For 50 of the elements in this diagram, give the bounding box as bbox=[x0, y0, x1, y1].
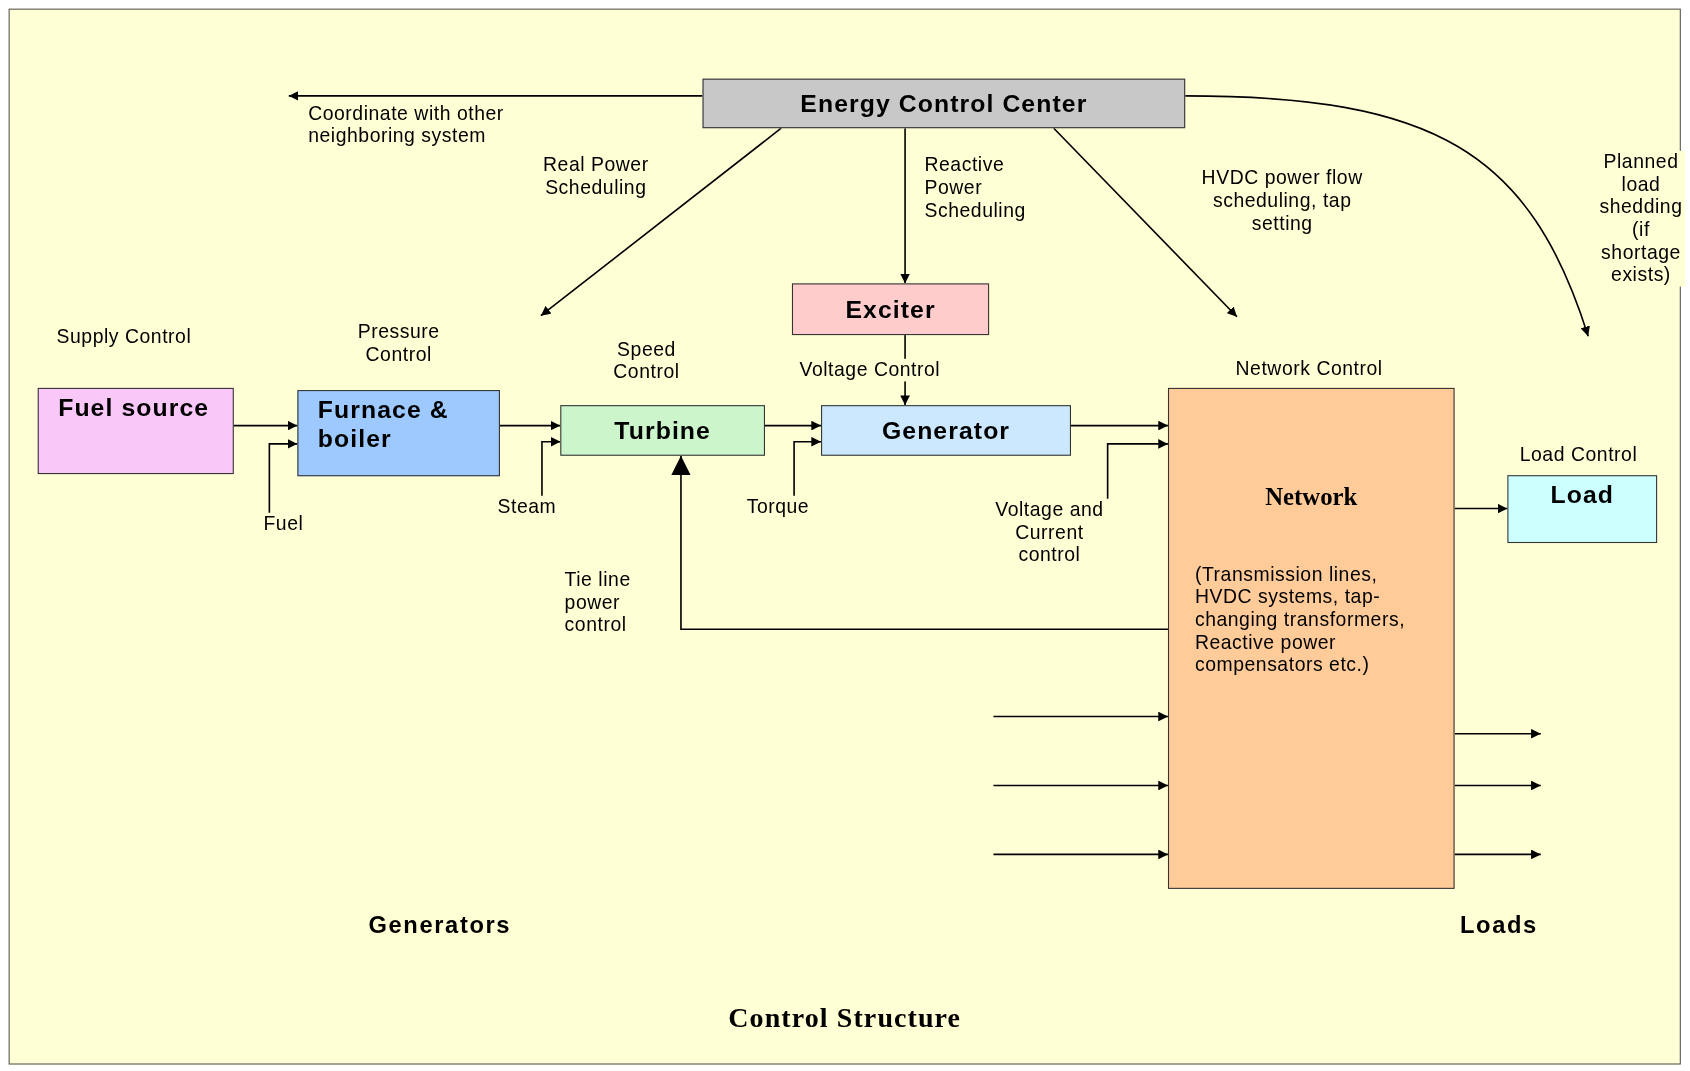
input-label: Voltage and Current control bbox=[989, 498, 1110, 592]
arrow bbox=[992, 849, 1169, 860]
arrow bbox=[541, 436, 562, 497]
arrow bbox=[268, 439, 299, 514]
control-label: Load Control bbox=[1518, 443, 1639, 467]
arrow bbox=[287, 91, 704, 101]
section-label: Generators bbox=[368, 911, 512, 940]
box-title: Fuel source bbox=[58, 393, 211, 423]
input-label: Fuel bbox=[249, 512, 317, 539]
arrow bbox=[671, 454, 1169, 631]
process-box bbox=[297, 390, 500, 477]
arrow bbox=[900, 127, 910, 285]
process-box bbox=[791, 283, 990, 336]
arrow bbox=[1453, 780, 1542, 791]
arrow bbox=[1453, 503, 1509, 514]
process-box bbox=[1507, 475, 1658, 544]
network-box bbox=[1167, 387, 1455, 889]
section-label: Loads bbox=[1459, 911, 1538, 940]
control-label: Speed Control bbox=[612, 338, 681, 384]
box-title: Furnace & boiler bbox=[317, 395, 450, 454]
box-title: Network bbox=[1264, 483, 1359, 512]
process-box bbox=[702, 78, 1186, 129]
arrow bbox=[233, 420, 299, 431]
box-title: Exciter bbox=[845, 294, 936, 324]
process-box bbox=[560, 405, 765, 456]
input-label: Torque bbox=[730, 495, 826, 522]
arrow bbox=[499, 420, 562, 431]
box-description: (Transmission lines, HVDC systems, tap-changing transformers, Reactive power compensators etc.) bbox=[1193, 563, 1407, 677]
control-label: Network Control bbox=[1234, 357, 1384, 381]
box-title: Turbine bbox=[614, 415, 711, 445]
arrow bbox=[1184, 95, 1590, 337]
arrow bbox=[1052, 127, 1238, 318]
arrow bbox=[540, 127, 782, 317]
control-label: Pressure Control bbox=[356, 321, 441, 367]
arrow bbox=[1453, 849, 1542, 860]
arrow bbox=[764, 420, 822, 431]
control-label: Supply Control bbox=[55, 325, 193, 348]
arrow bbox=[793, 436, 822, 497]
arrow bbox=[1106, 439, 1169, 500]
arrow bbox=[1070, 420, 1169, 431]
arrow bbox=[992, 711, 1169, 722]
box-title: Load bbox=[1549, 480, 1615, 510]
diagram-caption: Control Structure bbox=[727, 1002, 963, 1035]
box-title: Generator bbox=[881, 415, 1011, 445]
process-box bbox=[821, 405, 1071, 456]
box-title: Energy Control Center bbox=[800, 88, 1088, 118]
arrow bbox=[992, 780, 1169, 791]
process-box bbox=[37, 387, 234, 475]
input-label: Steam bbox=[481, 495, 573, 522]
arrow bbox=[1453, 728, 1542, 739]
